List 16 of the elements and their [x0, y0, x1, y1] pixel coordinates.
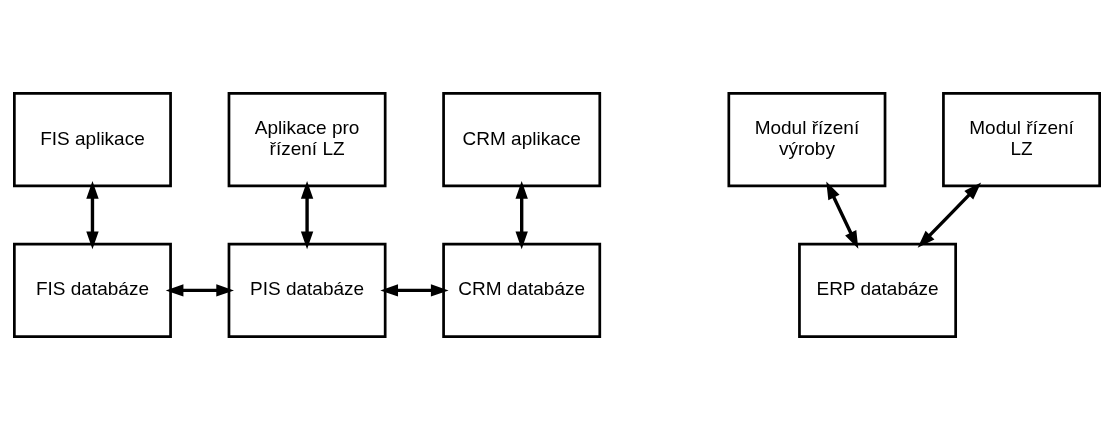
- arrow: [165, 284, 234, 297]
- node-box: Modul řízení LZ: [942, 92, 1101, 188]
- arrow: [380, 284, 449, 297]
- node-box: FIS aplikace: [13, 92, 172, 188]
- arrow: [300, 181, 314, 250]
- arrow: [826, 181, 859, 249]
- arrow: [515, 181, 528, 250]
- node-box: Modul řízení výroby: [727, 92, 887, 188]
- node-box: CRM aplikace: [442, 92, 602, 188]
- node-box: ERP databáze: [798, 242, 957, 338]
- node-box: CRM databáze: [442, 242, 602, 338]
- arrow: [917, 182, 982, 248]
- node-box: PIS databáze: [227, 242, 387, 338]
- arrow: [86, 181, 99, 250]
- node-box: Aplikace pro řízení LZ: [227, 92, 387, 188]
- node-box: FIS databáze: [13, 242, 172, 338]
